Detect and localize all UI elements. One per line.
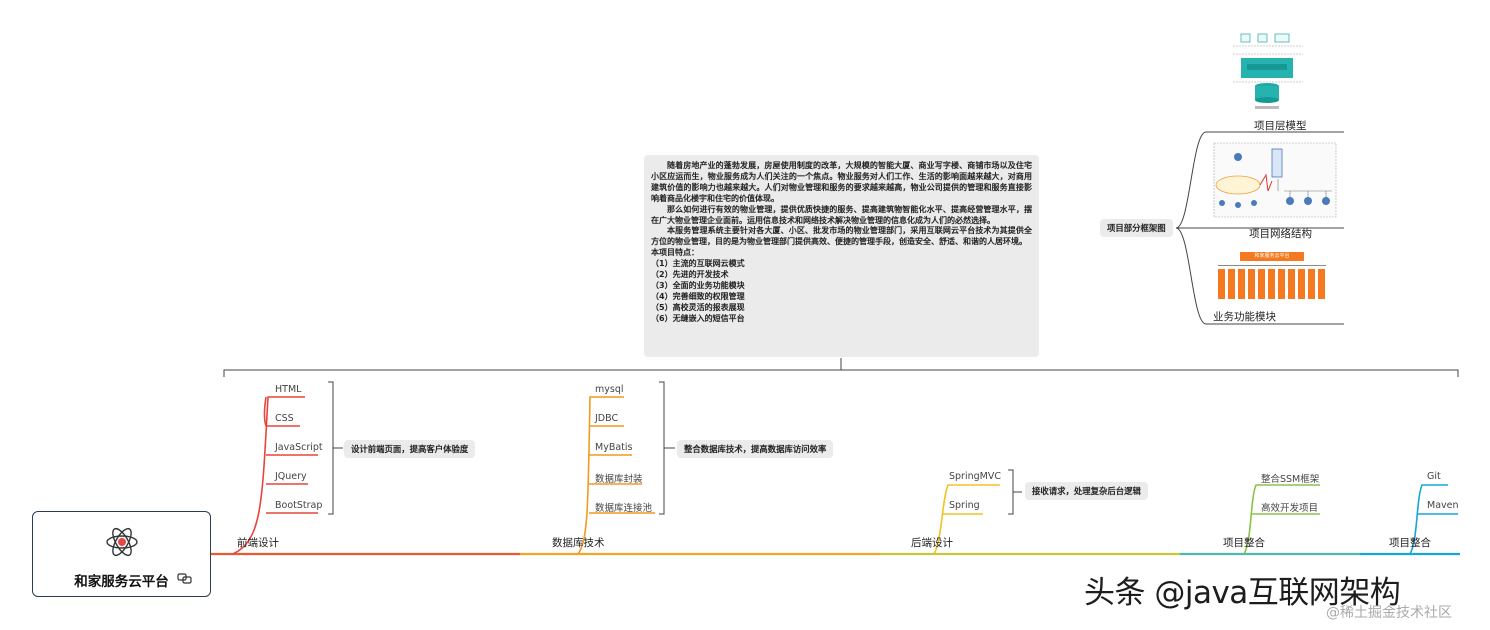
db-bracket	[659, 381, 675, 515]
intro-paragraph-1: 随着房地产业的蓬勃发展，房屋使用制度的改革，大规模的智能大厦、商业写字楼、商铺市…	[651, 161, 1032, 203]
module-header: 和家服务云平台	[1240, 252, 1304, 261]
module-column	[1278, 269, 1285, 299]
module-column	[1308, 269, 1315, 299]
branch-integration[interactable]: 项目整合	[1223, 537, 1265, 549]
feature-item: （4）完善细致的权限管理	[651, 291, 745, 301]
framework-item-business-modules[interactable]: 业务功能模块	[1213, 311, 1276, 323]
module-connector	[1218, 265, 1326, 266]
branch-database[interactable]: 数据库技术	[552, 537, 605, 549]
feature-item: （1）主流的互联网云模式	[651, 259, 745, 269]
leaf-jquery[interactable]: JQuery	[275, 471, 307, 482]
leaf-spring[interactable]: Spring	[949, 500, 980, 511]
project-intro-box: 随着房地产业的蓬勃发展，房屋使用制度的改革，大规模的智能大厦、商业写字楼、商铺市…	[644, 155, 1039, 357]
atom-icon	[106, 527, 138, 557]
leaf-git[interactable]: Git	[1427, 471, 1441, 482]
leaf-mysql[interactable]: mysql	[595, 384, 624, 395]
database-summary[interactable]: 整合数据库技术，提高数据库访问效率	[677, 440, 834, 458]
front-bracket	[328, 381, 343, 515]
branch-integration-2[interactable]: 项目整合	[1389, 537, 1431, 549]
framework-item-layer-model[interactable]: 项目层模型	[1254, 120, 1307, 132]
branch-backend[interactable]: 后端设计	[911, 537, 953, 549]
business-modules-thumbnail: 和家服务云平台	[1214, 252, 1332, 302]
leaf-db-wrapper[interactable]: 数据库封装	[595, 474, 643, 485]
feature-item: （2）先进的开发技术	[651, 270, 729, 280]
feature-item: （6）无缝嵌入的短信平台	[651, 313, 745, 323]
backend-summary[interactable]: 接收请求，处理复杂后台逻辑	[1025, 482, 1148, 500]
framework-topic[interactable]: 项目部分框架图	[1100, 219, 1173, 237]
backend-bracket	[1008, 469, 1022, 515]
leaf-db-pool[interactable]: 数据库连接池	[595, 503, 653, 514]
leaf-javascript[interactable]: JavaScript	[275, 442, 323, 453]
module-column	[1268, 269, 1275, 299]
leaf-springmvc[interactable]: SpringMVC	[949, 471, 1001, 482]
module-column	[1218, 269, 1225, 299]
module-column	[1248, 269, 1255, 299]
root-title: 和家服务云平台	[74, 574, 169, 590]
top-bracket	[223, 369, 1459, 377]
watermark-sub: @稀土掘金技术社区	[1326, 605, 1452, 621]
leaf-bootstrap[interactable]: BootStrap	[275, 500, 323, 511]
module-column	[1238, 269, 1245, 299]
watermark-main: 头条 @java互联网架构	[1084, 575, 1401, 611]
leaf-maven[interactable]: Maven	[1427, 500, 1459, 511]
features-title: 本项目特点：	[651, 248, 699, 258]
module-column	[1258, 269, 1265, 299]
leaf-html[interactable]: HTML	[275, 384, 302, 395]
root-node[interactable]: 和家服务云平台	[32, 511, 211, 597]
link-icon[interactable]	[177, 573, 192, 584]
integrate-branch-lines	[1243, 484, 1320, 555]
leaf-mybatis[interactable]: MyBatis	[595, 442, 633, 453]
front-branch-lines	[232, 396, 318, 555]
intro-paragraph-2: 那么如何进行有效的物业管理，提供优质快捷的服务、提高建筑物智能化水平、提高经营管…	[651, 204, 1032, 225]
integrate2-branch-lines	[1409, 484, 1458, 555]
backend-branch-lines	[933, 484, 1000, 555]
layer-model-thumbnail	[1233, 30, 1311, 114]
leaf-efficient-dev[interactable]: 高效开发项目	[1261, 503, 1319, 514]
features-list: （1）主流的互联网云模式 （2）先进的开发技术 （3）全面的业务功能模块 （4）…	[651, 259, 1032, 324]
module-column	[1298, 269, 1305, 299]
intro-paragraph-3: 本服务管理系统主要针对各大厦、小区、批发市场的物业管理部门，采用互联网云平台技术…	[651, 226, 1032, 247]
module-column	[1288, 269, 1295, 299]
feature-item: （3）全面的业务功能模块	[651, 280, 745, 290]
framework-item-network-structure[interactable]: 项目网络结构	[1249, 228, 1312, 240]
framework-branch-lines	[1175, 131, 1344, 325]
feature-item: （5）高校灵活的报表展现	[651, 302, 745, 312]
leaf-css[interactable]: CSS	[275, 413, 294, 424]
module-column	[1318, 269, 1325, 299]
leaf-ssm[interactable]: 整合SSM框架	[1261, 474, 1320, 485]
branch-front-end[interactable]: 前端设计	[237, 537, 279, 549]
module-column	[1228, 269, 1235, 299]
db-branch-lines	[577, 396, 655, 555]
leaf-jdbc[interactable]: JDBC	[595, 413, 619, 424]
network-structure-thumbnail	[1212, 139, 1338, 221]
front-end-summary[interactable]: 设计前端页面，提高客户体验度	[344, 440, 476, 458]
